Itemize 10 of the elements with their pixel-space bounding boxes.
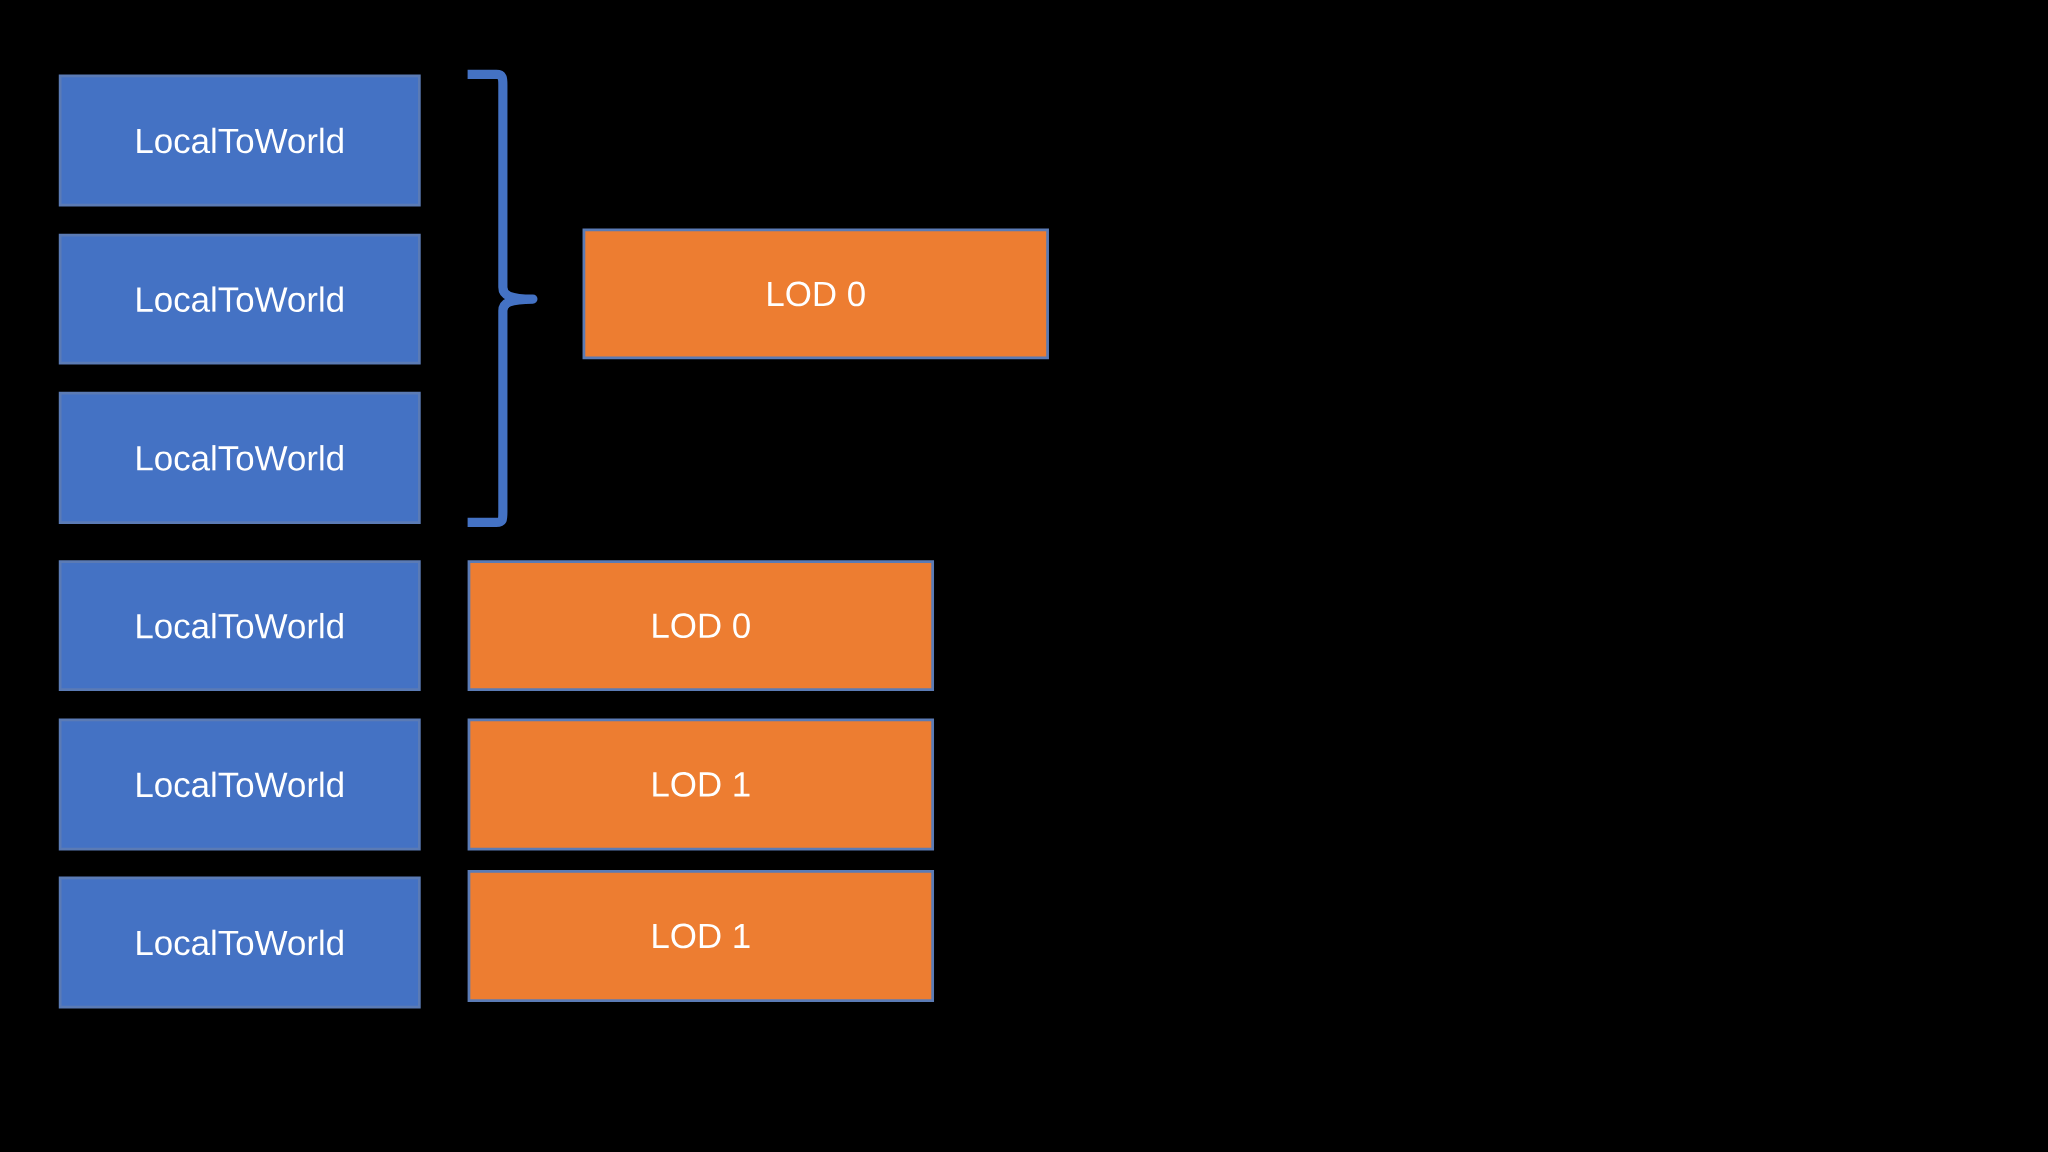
component-box: LocalToWorld: [58, 718, 421, 851]
component-box: LocalToWorld: [58, 233, 421, 365]
component-box: LocalToWorld: [58, 876, 421, 1009]
lod-box: LOD 0: [467, 560, 935, 692]
lod-box: LOD 1: [467, 869, 935, 1002]
component-box: LocalToWorld: [58, 74, 421, 207]
lod-box: LOD 1: [467, 718, 935, 851]
lod-box: LOD 0: [582, 228, 1049, 360]
component-box: LocalToWorld: [58, 560, 421, 692]
component-box: LocalToWorld: [58, 391, 421, 524]
